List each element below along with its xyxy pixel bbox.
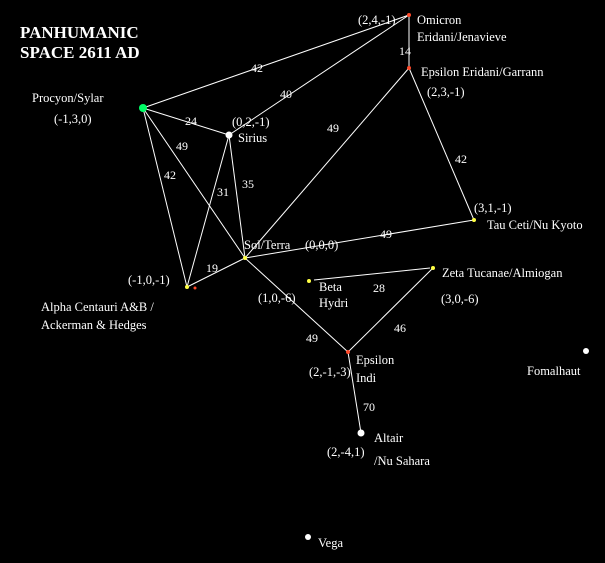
- label-sirius-coords: (0,2,-1): [232, 115, 270, 129]
- star-alpha-centauri-b[interactable]: [193, 286, 197, 290]
- star-epsilon-eridani[interactable]: [407, 66, 411, 70]
- label-procyon-coords: (-1,3,0): [54, 112, 92, 126]
- label-zeta-tucanae-coords: (3,0,-6): [441, 292, 479, 306]
- label-epsilon-indi-name1: Epsilon: [356, 353, 395, 367]
- distance-label-beta-hydri-zeta-tucanae: 28: [373, 281, 385, 295]
- label-tau-ceti-name: Tau Ceti/Nu Kyoto: [487, 218, 583, 232]
- star-omicron-eridani[interactable]: [407, 13, 411, 17]
- distance-label-procyon-alpha-centauri: 42: [164, 168, 176, 182]
- star-epsilon-indi[interactable]: [346, 350, 350, 354]
- label-epsilon-eridani-coords: (2,3,-1): [427, 85, 465, 99]
- distance-label-sol-tau-ceti: 49: [380, 227, 392, 241]
- label-fomalhaut-name: Fomalhaut: [527, 364, 581, 378]
- star-beta-hydri[interactable]: [307, 279, 311, 283]
- route-sol-epsilon-indi: [244, 257, 349, 353]
- map-title-line2: SPACE 2611 AD: [20, 43, 140, 62]
- route-sol-tau-ceti: [244, 219, 475, 259]
- route-procyon-sol: [142, 107, 246, 259]
- label-tau-ceti-coords: (3,1,-1): [474, 201, 512, 215]
- star-zeta-tucanae[interactable]: [431, 266, 435, 270]
- route-procyon-omicron: [142, 14, 410, 109]
- star-fomalhaut[interactable]: [583, 348, 589, 354]
- label-altair-name1: Altair: [374, 431, 404, 445]
- label-altair-name2: /Nu Sahara: [374, 454, 430, 468]
- distance-label-omicron-epsilon-eridani: 14: [399, 44, 411, 58]
- distance-label-sol-alpha-centauri: 19: [206, 261, 218, 275]
- route-epsilon-indi-altair: [347, 351, 362, 434]
- star-sirius[interactable]: [225, 131, 233, 139]
- star-sol[interactable]: [243, 256, 247, 260]
- label-epsilon-indi-name2: Indi: [356, 371, 377, 385]
- distance-labels: 42 24 49 42 40 31 35 14 42 49 49 19 49 28 46 70: [164, 44, 467, 414]
- label-alpha-centauri-name2: Ackerman & Hedges: [41, 318, 147, 332]
- label-beta-hydri-coords: (1,0,-6): [258, 291, 296, 305]
- distance-label-procyon-sirius: 24: [185, 114, 197, 128]
- label-omicron-coords: (2,4,-1): [358, 13, 396, 27]
- map-title-line1: PANHUMANIC: [20, 23, 139, 42]
- star-procyon[interactable]: [139, 104, 147, 112]
- distance-label-epsilon-indi-altair: 70: [363, 400, 375, 414]
- label-sol-name: Sol/Terra: [244, 238, 291, 252]
- route-procyon-alpha-centauri: [142, 107, 188, 288]
- distance-label-procyon-omicron: 42: [251, 61, 263, 75]
- distance-label-epsilon-eridani-sol: 49: [327, 121, 339, 135]
- label-beta-hydri-name1: Beta: [319, 280, 342, 294]
- label-zeta-tucanae-name: Zeta Tucanae/Almiogan: [442, 266, 563, 280]
- label-procyon-name: Procyon/Sylar: [32, 91, 104, 105]
- label-beta-hydri-name2: Hydri: [319, 296, 349, 310]
- route-procyon-sirius: [142, 107, 230, 136]
- label-alpha-centauri-name1: Alpha Centauri A&B /: [41, 300, 154, 314]
- label-altair-coords: (2,-4,1): [327, 445, 365, 459]
- route-sirius-omicron: [228, 14, 410, 136]
- distance-label-sirius-omicron: 40: [280, 87, 292, 101]
- label-alpha-centauri-coords: (-1,0,-1): [128, 273, 170, 287]
- distance-label-epsilon-eridani-tau-ceti: 42: [455, 152, 467, 166]
- label-vega-name: Vega: [318, 536, 343, 550]
- route-sol-alpha-centauri: [186, 257, 246, 288]
- label-omicron-name2: Eridani/Jenavieve: [417, 30, 507, 44]
- label-omicron-name1: Omicron: [417, 13, 462, 27]
- route-epsilon-eridani-tau-ceti: [408, 67, 475, 221]
- route-epsilon-eridani-sol: [244, 67, 410, 259]
- star-altair[interactable]: [357, 429, 365, 437]
- distance-label-sirius-sol: 35: [242, 177, 254, 191]
- star-alpha-centauri-a[interactable]: [185, 285, 189, 289]
- distance-label-zeta-tucanae-epsilon-indi: 46: [394, 321, 406, 335]
- route-sirius-alpha-centauri: [186, 134, 230, 288]
- label-sirius-name: Sirius: [238, 131, 267, 145]
- label-epsilon-eridani-name: Epsilon Eridani/Garrann: [421, 65, 544, 79]
- distance-label-sol-epsilon-indi: 49: [306, 331, 318, 345]
- routes-layer: [142, 14, 475, 434]
- distance-label-sirius-alpha-centauri: 31: [217, 185, 229, 199]
- route-beta-hydri-zeta-tucanae: [313, 267, 431, 281]
- route-zeta-tucanae-epsilon-indi: [347, 267, 434, 353]
- label-sol-coords: (0,0,0): [305, 238, 338, 252]
- star-tau-ceti[interactable]: [472, 218, 476, 222]
- star-vega[interactable]: [305, 534, 311, 540]
- distance-label-procyon-sol: 49: [176, 139, 188, 153]
- route-sirius-sol: [228, 134, 246, 259]
- label-epsilon-indi-coords: (2,-1,-3): [309, 365, 351, 379]
